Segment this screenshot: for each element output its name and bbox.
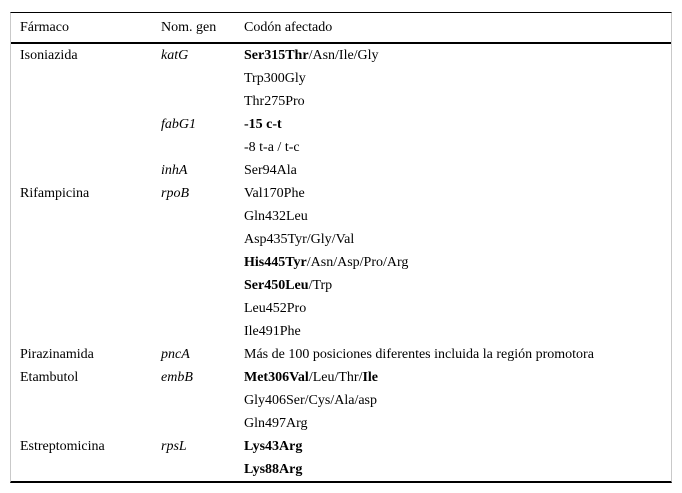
table-row: Asp435Tyr/Gly/Val xyxy=(11,228,671,251)
codon-segment: /Leu/Thr/ xyxy=(308,369,363,385)
codon-cell: -8 t-a / t-c xyxy=(244,139,671,155)
codon-cell: Lys88Arg xyxy=(244,461,671,477)
column-header-nom-gen: Nom. gen xyxy=(161,19,217,35)
codon-segment: Thr275Pro xyxy=(244,93,305,109)
codon-cell: Más de 100 posiciones diferentes incluid… xyxy=(244,346,671,362)
codon-cell: Trp300Gly xyxy=(244,70,671,86)
gene-cell: katG xyxy=(161,47,189,63)
gene-cell: rpsL xyxy=(161,438,187,454)
drug-cell: Estreptomicina xyxy=(20,438,105,454)
table-row: Estreptomicina rpsL Lys43Arg xyxy=(11,435,671,458)
table-row: Ser450Leu/Trp xyxy=(11,274,671,297)
codon-cell: Met306Val/Leu/Thr/Ile xyxy=(244,369,671,385)
codon-cell: Gly406Ser/Cys/Ala/asp xyxy=(244,392,671,408)
codon-segment: Gly406Ser/Cys/Ala/asp xyxy=(244,392,377,408)
codon-cell: Val170Phe xyxy=(244,185,671,201)
table-row: inhA Ser94Ala xyxy=(11,159,671,182)
codon-segment: Ser94Ala xyxy=(244,162,297,178)
gene-cell: pncA xyxy=(161,346,190,362)
codon-cell: Gln497Arg xyxy=(244,415,671,431)
table-row: Isoniazida katG Ser315Thr/Asn/Ile/Gly xyxy=(11,44,671,67)
table-row: Gln432Leu xyxy=(11,205,671,228)
table-row: Etambutol embB Met306Val/Leu/Thr/Ile xyxy=(11,366,671,389)
codon-segment: /Asn/Asp/Pro/Arg xyxy=(306,254,409,270)
table-row: Ile491Phe xyxy=(11,320,671,343)
drug-cell: Isoniazida xyxy=(20,47,78,63)
codon-cell: Asp435Tyr/Gly/Val xyxy=(244,231,671,247)
table-row: His445Tyr/Asn/Asp/Pro/Arg xyxy=(11,251,671,274)
codon-cell: Lys43Arg xyxy=(244,438,671,454)
drug-cell: Etambutol xyxy=(20,369,79,385)
codon-segment: Ile xyxy=(362,369,379,385)
table-body: Isoniazida katG Ser315Thr/Asn/Ile/Gly Tr… xyxy=(11,44,671,481)
drug-cell: Rifampicina xyxy=(20,185,90,201)
codon-segment: Lys43Arg xyxy=(244,438,303,454)
codon-segment: Gln497Arg xyxy=(244,415,308,431)
codon-cell: Ser315Thr/Asn/Ile/Gly xyxy=(244,47,671,63)
table-header-row: Fármaco Nom. gen Codón afectado xyxy=(11,13,671,44)
codon-segment: His445Tyr xyxy=(244,254,307,270)
gene-cell: inhA xyxy=(161,162,188,178)
codon-segment: Ile491Phe xyxy=(244,323,301,339)
table-row: Rifampicina rpoB Val170Phe xyxy=(11,182,671,205)
codon-segment: Met306Val xyxy=(244,369,309,385)
codon-segment: Leu452Pro xyxy=(244,300,307,316)
codon-cell: Gln432Leu xyxy=(244,208,671,224)
drug-cell: Pirazinamida xyxy=(20,346,94,362)
gene-cell: fabG1 xyxy=(161,116,196,132)
table-row: Trp300Gly xyxy=(11,67,671,90)
codon-cell: Ser94Ala xyxy=(244,162,671,178)
codon-segment: Val170Phe xyxy=(244,185,305,201)
table-row: Lys88Arg xyxy=(11,458,671,481)
codon-cell: His445Tyr/Asn/Asp/Pro/Arg xyxy=(244,254,671,270)
codon-segment: Ser315Thr xyxy=(244,47,309,63)
gene-cell: rpoB xyxy=(161,185,189,201)
codon-cell: Leu452Pro xyxy=(244,300,671,316)
codon-segment: Trp300Gly xyxy=(244,70,306,86)
codon-segment: -15 c-t xyxy=(244,116,282,132)
table-row: Gly406Ser/Cys/Ala/asp xyxy=(11,389,671,412)
column-header-farmaco: Fármaco xyxy=(20,19,69,35)
codon-cell: Thr275Pro xyxy=(244,93,671,109)
codon-cell: Ile491Phe xyxy=(244,323,671,339)
mutation-table: Fármaco Nom. gen Codón afectado Isoniazi… xyxy=(10,12,672,483)
codon-cell: -15 c-t xyxy=(244,116,671,132)
table-row: fabG1 -15 c-t xyxy=(11,113,671,136)
codon-segment: Gln432Leu xyxy=(244,208,308,224)
table-row: -8 t-a / t-c xyxy=(11,136,671,159)
codon-cell: Ser450Leu/Trp xyxy=(244,277,671,293)
table-row: Thr275Pro xyxy=(11,90,671,113)
gene-cell: embB xyxy=(161,369,193,385)
codon-segment: Asp435Tyr/Gly/Val xyxy=(244,231,355,247)
codon-segment: -8 t-a / t-c xyxy=(244,139,300,155)
codon-segment: /Trp xyxy=(308,277,333,293)
codon-segment: Ser450Leu xyxy=(244,277,309,293)
table-row: Leu452Pro xyxy=(11,297,671,320)
codon-segment: Lys88Arg xyxy=(244,461,303,477)
table-row: Pirazinamida pncA Más de 100 posiciones … xyxy=(11,343,671,366)
column-header-codon-afectado: Codón afectado xyxy=(244,19,333,35)
table-row: Gln497Arg xyxy=(11,412,671,435)
codon-segment: /Asn/Ile/Gly xyxy=(308,47,379,63)
codon-segment: Más de 100 posiciones diferentes incluid… xyxy=(244,346,594,362)
